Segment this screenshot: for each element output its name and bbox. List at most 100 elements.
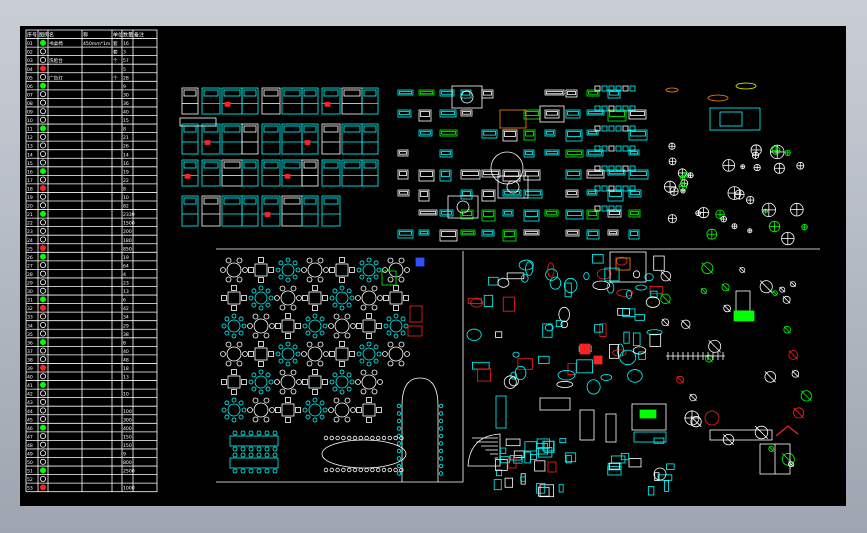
dining-chair-icon xyxy=(221,323,227,329)
sink-icon xyxy=(560,320,568,329)
round-dining-table-cyan-icon xyxy=(254,375,268,389)
dining-chair-icon xyxy=(292,344,298,350)
sofa-cushion-icon xyxy=(525,131,534,137)
legend-header-cell: 名 xyxy=(49,32,54,39)
bed-icon xyxy=(281,159,303,187)
bed-icon xyxy=(261,159,281,187)
bed-icon xyxy=(281,195,303,227)
sofa-icon xyxy=(439,209,454,217)
legend-symbol-icon xyxy=(39,407,46,414)
dining-chair-icon xyxy=(376,323,382,329)
cabinet-icon xyxy=(605,413,617,443)
dining-chair-icon xyxy=(312,389,318,395)
dining-chair-icon xyxy=(393,313,399,319)
dining-chair-icon xyxy=(265,302,271,308)
sofa-cushion-icon xyxy=(483,231,493,235)
sofa-icon xyxy=(565,149,584,158)
arched-chair-icon xyxy=(438,456,444,461)
dining-chair-icon xyxy=(382,267,388,273)
dining-chair-icon xyxy=(350,323,356,329)
square-dining-table-icon xyxy=(254,347,268,361)
plant-icon xyxy=(660,270,672,282)
dining-chair-icon xyxy=(387,360,394,367)
sofa-cushion-icon xyxy=(525,111,539,116)
arched-chair-icon xyxy=(438,433,444,439)
legend-cell-qty: 19 xyxy=(123,255,129,261)
dining-chair-icon xyxy=(346,302,352,308)
bed-icon xyxy=(281,123,303,155)
legend-cell-no: 10 xyxy=(27,118,33,124)
bed-accent-mark xyxy=(324,101,331,107)
legend-cell-no: 40 xyxy=(27,375,33,381)
legend-cell-qty: 13 xyxy=(123,375,129,381)
sofa-cushion-icon xyxy=(588,151,602,155)
plant-branch-line xyxy=(791,370,799,378)
round-dining-table-icon xyxy=(307,346,323,362)
dining-chair-icon xyxy=(373,358,379,364)
round-dining-table-icon xyxy=(253,318,269,334)
legend-symbol-icon xyxy=(39,125,46,132)
legend-cell-qty: 14 xyxy=(123,152,129,158)
dining-chair-icon xyxy=(279,369,286,376)
dining-chair-icon xyxy=(371,388,378,395)
legend-header-cell: 数量 xyxy=(123,32,133,39)
dining-chair-icon xyxy=(400,316,406,322)
legend-symbol-icon xyxy=(39,304,46,311)
bathroom-fixture-icon xyxy=(622,308,636,317)
banquet-chair-icon xyxy=(323,467,329,473)
bed-accent-mark xyxy=(264,212,271,217)
dining-chair-icon xyxy=(231,333,237,339)
sofa-cushion-icon xyxy=(588,111,603,115)
pillow-icon xyxy=(363,125,377,133)
legend-symbol-icon xyxy=(39,219,46,226)
sink-icon xyxy=(549,276,562,290)
dining-chair-icon xyxy=(295,267,301,273)
bed-accent-mark xyxy=(224,101,231,107)
plant-icon xyxy=(783,325,791,334)
dining-chair-icon xyxy=(269,407,275,413)
legend-symbol-icon xyxy=(39,193,46,200)
sofa-icon xyxy=(607,169,626,176)
misc-furniture-icon xyxy=(524,451,531,464)
sofa-icon xyxy=(586,169,605,179)
legend-cell-no: 20 xyxy=(27,204,33,210)
dining-chair-icon xyxy=(292,358,298,364)
sink-icon xyxy=(600,373,613,381)
square-dining-table-icon xyxy=(308,291,322,305)
sink-icon xyxy=(645,296,661,308)
dining-chair-icon xyxy=(387,341,394,348)
long-table-icon xyxy=(229,457,279,469)
sofa-cushion-icon xyxy=(630,151,638,155)
plant-icon xyxy=(690,416,702,428)
small-chair-icon xyxy=(622,145,629,152)
long-table-chair-icon xyxy=(248,446,254,452)
long-table-chair-icon xyxy=(264,430,270,436)
sofa-icon xyxy=(397,229,414,239)
bed-accent-mark xyxy=(304,140,311,145)
sofa-icon xyxy=(628,169,649,180)
misc-furniture-icon xyxy=(607,466,622,476)
sofa-cushion-icon xyxy=(420,171,433,177)
round-dining-table-icon xyxy=(361,290,377,306)
legend-cell-no: 41 xyxy=(27,383,33,389)
sink-icon xyxy=(558,306,570,323)
bed-icon xyxy=(361,159,379,187)
dining-chair-icon xyxy=(231,417,237,423)
legend-cell-no: 48 xyxy=(27,443,33,449)
legend-cell-qty: 1000 xyxy=(123,486,135,492)
legend-cell-no: 12 xyxy=(27,135,33,141)
dining-chair-icon xyxy=(317,360,324,367)
dining-chair-icon xyxy=(251,386,257,392)
dining-chair-icon xyxy=(252,416,259,423)
plant-branch-line xyxy=(764,371,776,383)
dining-chair-icon xyxy=(346,288,352,294)
misc-furniture-icon xyxy=(530,454,537,460)
red-arrow-icon xyxy=(775,425,799,437)
dining-chair-icon xyxy=(376,351,382,357)
misc-furniture-icon xyxy=(628,458,642,468)
bed-icon xyxy=(261,87,281,115)
sofa-blocks xyxy=(397,85,649,242)
dining-chair-icon xyxy=(377,295,383,301)
